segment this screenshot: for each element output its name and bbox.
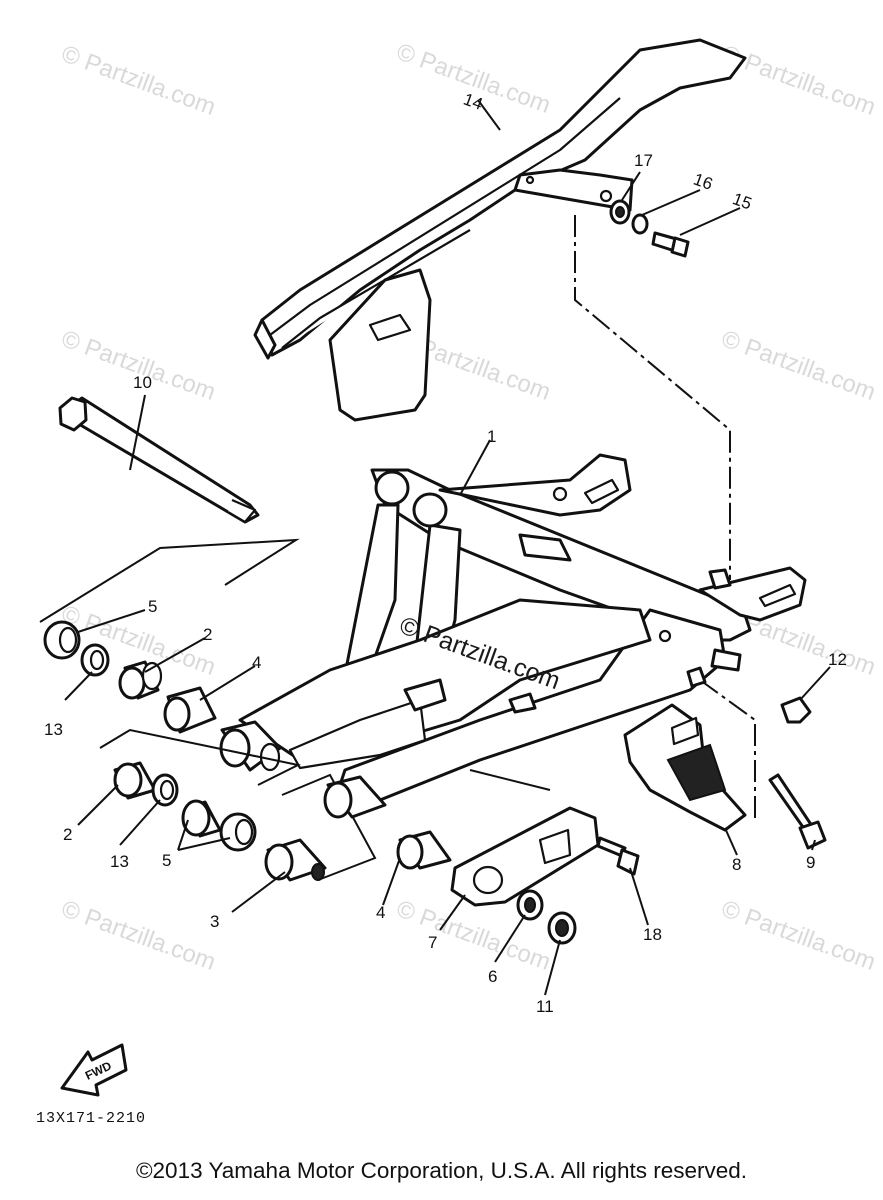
bushing-part-2[interactable]: [113, 761, 157, 800]
watermark: © Partzilla.com: [58, 325, 219, 406]
callout-16: 16: [691, 169, 715, 193]
callout-3: 3: [210, 912, 219, 931]
watermark: © Partzilla.com: [718, 895, 879, 976]
nut-part-11[interactable]: [547, 911, 577, 945]
callout-8: 8: [732, 855, 741, 874]
bolt-part-18[interactable]: [596, 836, 640, 876]
washer-part-6[interactable]: [516, 889, 544, 921]
chain-case-part-14[interactable]: [253, 38, 747, 422]
bolt-part-9[interactable]: [768, 773, 827, 850]
bracket: [99, 728, 302, 786]
pivot-collar-part-5[interactable]: [219, 812, 257, 852]
bracket: [39, 538, 300, 623]
callout-5: 5: [162, 851, 171, 870]
callout-2: 2: [203, 625, 212, 644]
callout-5: 5: [148, 597, 157, 616]
washer-part-13[interactable]: [151, 773, 179, 807]
reference-line: [574, 215, 731, 580]
copyright-notice: ©2013 Yamaha Motor Corporation, U.S.A. A…: [135, 1158, 748, 1183]
diagram-code: 13X171-2210: [36, 1110, 146, 1127]
callout-1: 1: [487, 427, 496, 446]
leader-lines: [64, 99, 831, 996]
callout-6: 6: [488, 967, 497, 986]
callout-18: 18: [643, 925, 662, 944]
swingarm-part-1[interactable]: [238, 453, 807, 802]
bolt-part-12[interactable]: [780, 696, 812, 724]
pivot-collar-part-5[interactable]: [181, 799, 222, 838]
washer-part-16[interactable]: [631, 213, 649, 235]
callout-10: 10: [133, 373, 152, 392]
watermark: © Partzilla.com: [58, 40, 219, 121]
watermark: © Partzilla.com: [718, 325, 879, 406]
callout-13: 13: [110, 852, 129, 871]
washer-part-17[interactable]: [609, 199, 631, 225]
bracket: [469, 769, 551, 791]
bushing-part-3[interactable]: [264, 838, 327, 882]
watermark: © Partzilla.com: [58, 895, 219, 976]
pivot-shaft-part-10[interactable]: [39, 396, 300, 623]
chain-guide-part-8[interactable]: [623, 703, 747, 832]
pivot-collar-part-5[interactable]: [43, 620, 81, 660]
callout-4: 4: [376, 903, 385, 922]
bushing-rear[interactable]: [323, 775, 387, 819]
watermark: © Partzilla.com: [718, 40, 879, 121]
callout-12: 12: [828, 650, 847, 669]
bolt-part-15[interactable]: [651, 231, 690, 258]
callout-7: 7: [428, 933, 437, 952]
callout-9: 9: [806, 853, 815, 872]
bushing-part-2[interactable]: [118, 660, 163, 700]
callout-4: 4: [252, 653, 261, 672]
callout-11: 11: [536, 997, 554, 1016]
callout-2: 2: [63, 825, 72, 844]
callout-17: 17: [634, 151, 653, 170]
callout-13: 13: [44, 720, 63, 739]
arm-part-7[interactable]: [450, 769, 600, 907]
washer-part-13[interactable]: [80, 643, 110, 677]
collar-part-4[interactable]: [396, 830, 452, 870]
fwd-arrow-icon: FWD: [60, 1043, 128, 1097]
